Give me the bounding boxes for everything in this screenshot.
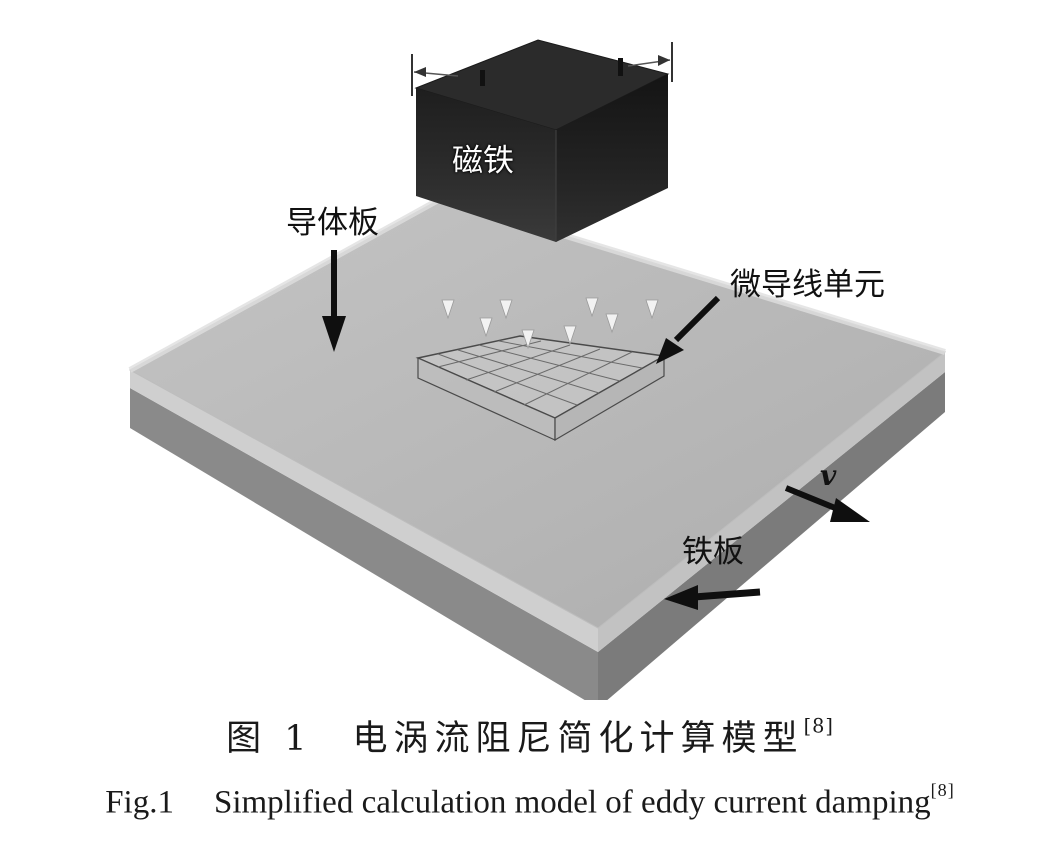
- micro-wire-arrow: [673, 295, 721, 343]
- micro-wire-element-label: 微导线单元: [730, 267, 885, 303]
- magnetic-field-arrowheads: [441, 297, 659, 350]
- iron-plate-arrow: [693, 588, 761, 601]
- magnetic-field-lines: [426, 186, 656, 418]
- conductor-plate-label: 导体板: [286, 205, 379, 241]
- magnet-right-face: [556, 74, 668, 242]
- velocity-arrow: [784, 485, 842, 513]
- micro-wire-element: [415, 335, 667, 442]
- iron-plate-label: 铁板: [682, 534, 744, 570]
- caption-cn-reference: [8]: [803, 714, 834, 738]
- magnet-block: [411, 39, 673, 242]
- caption-cn-text: 电涡流阻尼简化计算模型: [352, 719, 804, 759]
- conductor-plate-left-face: [130, 370, 598, 652]
- conductor-plate-right-face: [598, 352, 945, 652]
- annotation-arrows: [322, 250, 870, 610]
- caption-en-text: Simplified calculation model of eddy cur…: [213, 784, 931, 821]
- caption-en-reference: [8]: [930, 780, 955, 800]
- figure-caption-chinese: 图 1 电涡流阻尼简化计算模型[8]: [0, 710, 1060, 761]
- iron-plate-right-face: [598, 372, 945, 700]
- caption-en-figure-number: Fig.1: [105, 784, 174, 821]
- magnet-front-face: [416, 88, 556, 242]
- micro-wire-right-edge: [554, 354, 665, 442]
- velocity-label: v: [820, 459, 837, 492]
- iron-plate-left-face: [130, 388, 598, 700]
- figure-caption-english: Fig.1 Simplified calculation model of edd…: [0, 780, 1060, 821]
- caption-cn-figure-number: 图 1: [226, 719, 313, 759]
- eddy-damping-diagram: [128, 39, 947, 700]
- magnet-label: 磁铁: [452, 143, 514, 179]
